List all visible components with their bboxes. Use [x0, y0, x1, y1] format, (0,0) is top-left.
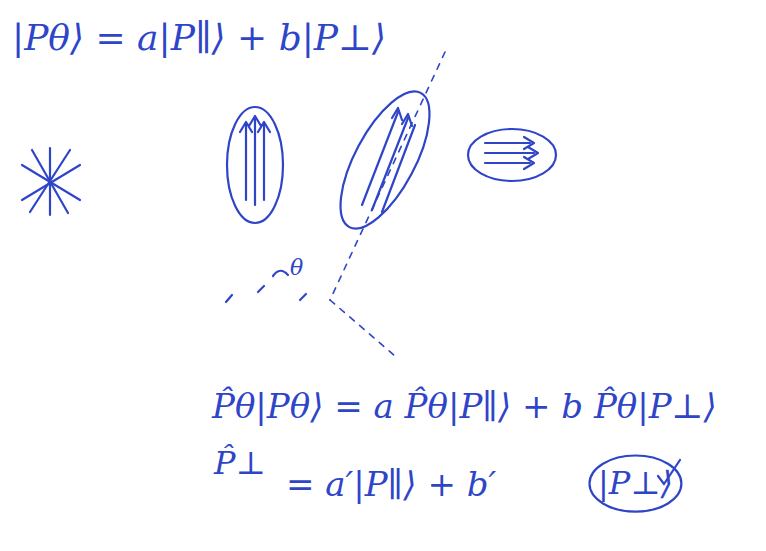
equation-text: |Pθ⟩ = a|P∥⟩ + b|P⊥⟩	[12, 18, 386, 58]
circled-term: |P⊥⟩	[588, 454, 683, 513]
equation-text: P̂⊥	[214, 446, 266, 481]
unpolarized-star	[22, 148, 80, 215]
equation-text: = a′|P∥⟩ + b′	[286, 466, 496, 503]
ket-text: |P⊥⟩	[598, 466, 693, 501]
horizontal-polarization-ellipse	[468, 129, 556, 181]
vertical-polarization-ellipse	[227, 107, 283, 223]
equation-text: P̂θ|Pθ⟩ = a P̂θ|P∥⟩ + b P̂θ|P⊥⟩	[212, 388, 717, 425]
tilted-polarization-ellipse	[323, 52, 447, 300]
equation-text: θ	[290, 256, 303, 280]
angle-guides	[226, 271, 395, 356]
